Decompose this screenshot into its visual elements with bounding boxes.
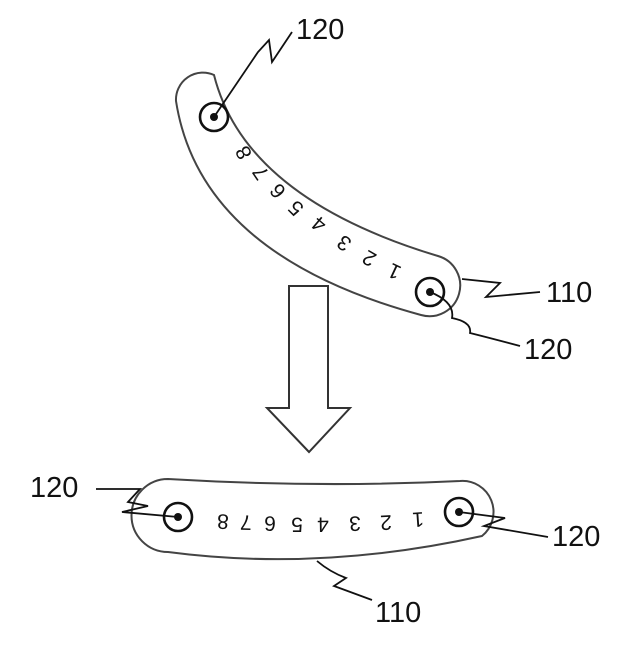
leader-line-upper-110: [462, 279, 540, 297]
lower-strip-digit: 6: [264, 511, 276, 534]
lower-strip-digit: 4: [317, 512, 329, 535]
label-left-hole: 120: [30, 472, 78, 504]
lower-strip-digit: 5: [291, 512, 303, 535]
down-arrow: [267, 286, 350, 452]
lower-strip-hole-right: [445, 498, 473, 526]
lower-strip-digit: 7: [240, 510, 252, 533]
lower-strip-digit: 3: [349, 511, 361, 534]
lower-strip-digit: 1: [411, 507, 424, 531]
leader-line-top-120: [214, 32, 292, 117]
lower-strip-digit: 8: [217, 509, 230, 533]
leader-line-lower-110: [317, 561, 372, 600]
label-lower-strip: 110: [375, 597, 421, 629]
lower-strip-digit: 2: [380, 510, 393, 534]
label-right-hole: 120: [552, 521, 600, 553]
leader-line-bottom-120: [430, 292, 520, 346]
label-bottom-hole: 120: [524, 334, 572, 366]
label-upper-strip: 110: [546, 277, 592, 309]
lower-strip: 1 2 3 4 5 6 7 8: [132, 479, 494, 559]
label-top-hole: 120: [296, 14, 344, 46]
